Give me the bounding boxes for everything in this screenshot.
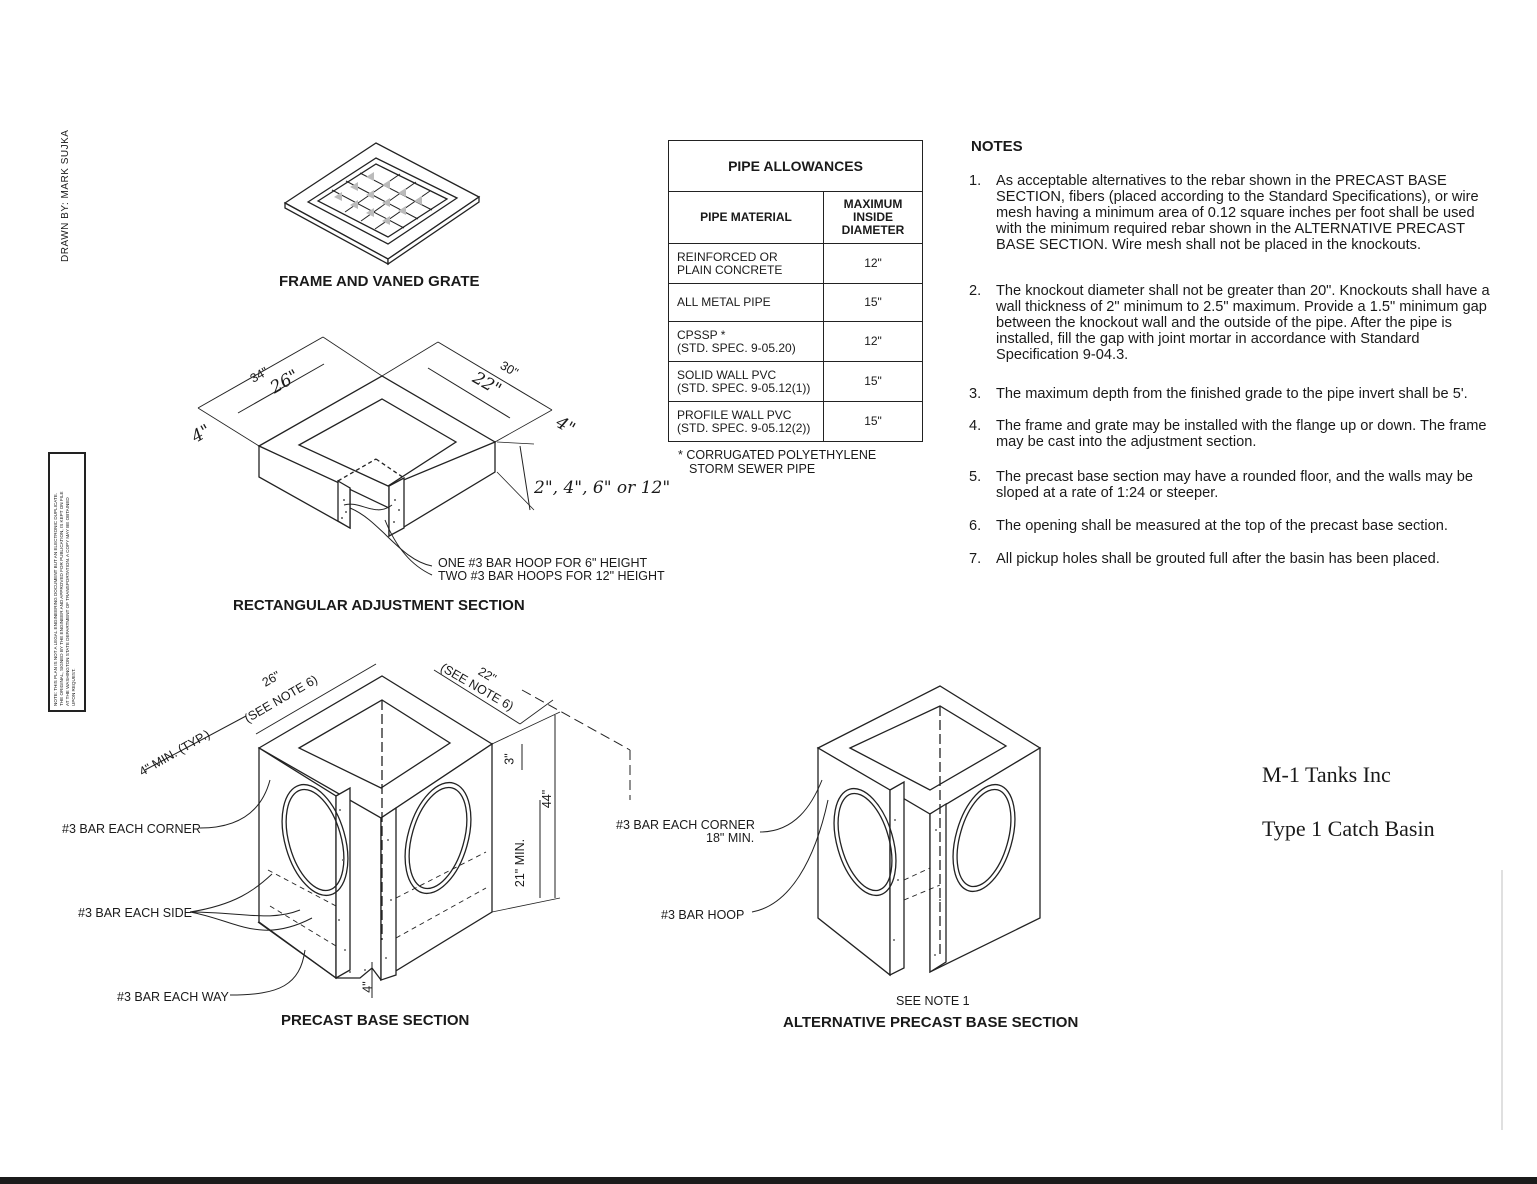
note-text: The opening shall be measured at the top… [996,518,1448,534]
note-text: The precast base section may have a roun… [996,469,1474,501]
pipe-material-cell: ALL METAL PIPE [668,283,824,322]
precast-bar-way-label: #3 BAR EACH WAY [117,990,229,1004]
alt-bar-corner-line1: #3 BAR EACH CORNER [616,818,755,832]
material-line: ALL METAL PIPE [677,295,771,309]
note-number: 4. [969,418,982,434]
adjustment-section-drawing [197,336,553,576]
company-name: M-1 Tanks Inc [1262,762,1391,787]
note-number: 7. [969,551,982,567]
table-row: ALL METAL PIPE 15" [668,283,923,322]
table-row: REINFORCED OR PLAIN CONCRETE 12" [668,243,923,284]
table-row: SOLID WALL PVC (STD. SPEC. 9-05.12(1)) 1… [668,361,923,402]
alternative-precast-base-drawing [751,685,1042,977]
alternative-title: ALTERNATIVE PRECAST BASE SECTION [783,1014,1079,1031]
list-item: 6. The opening shall be measured at the … [968,518,1498,534]
footnote-line: STORM SEWER PIPE [689,462,816,476]
pipe-allowances-table: PIPE ALLOWANCES PIPE MATERIAL MAXIMUM IN… [668,140,923,442]
material-line: PLAIN CONCRETE [677,262,783,277]
precast-bar-corner-label: #3 BAR EACH CORNER [62,822,201,836]
material-line: REINFORCED OR [677,249,778,264]
list-item: 7. All pickup holes shall be grouted ful… [968,551,1498,567]
note-text: The frame and grate may be installed wit… [996,418,1487,450]
pipe-table-title: PIPE ALLOWANCES [668,140,923,192]
pipe-diameter-cell: 15" [823,401,923,442]
alt-bar-corner-line2: 18" MIN. [706,831,755,845]
precast-dim-4-bottom: 4" [360,981,375,993]
note-number: 6. [969,518,982,534]
alt-bar-hoop-label: #3 BAR HOOP [661,908,745,922]
precast-title: PRECAST BASE SECTION [281,1012,470,1029]
material-line: (STD. SPEC. 9-05.12(2)) [677,420,811,435]
pipe-table-col-diameter: MAXIMUM INSIDE DIAMETER [823,191,923,244]
material-line: PROFILE WALL PVC [677,407,792,422]
pipe-material-cell: SOLID WALL PVC (STD. SPEC. 9-05.12(1)) [668,361,824,402]
frame-grate-title: FRAME AND VANED GRATE [279,273,480,290]
adjustment-title: RECTANGULAR ADJUSTMENT SECTION [233,597,525,614]
note-text: The knockout diameter shall not be great… [996,283,1490,363]
adjustment-dim-height: 2", 4", 6" or 12" [534,478,671,498]
col-diameter-line: DIAMETER [841,223,905,237]
pipe-table-footnote: * CORRUGATED POLYETHYLENE STORM SEWER PI… [678,448,876,476]
col-diameter-line: MAXIMUM [843,197,903,211]
pipe-diameter-cell: 12" [823,243,923,284]
note-text: As acceptable alternatives to the rebar … [996,173,1479,253]
notes-title: NOTES [971,138,1023,155]
list-item: 5. The precast base section may have a r… [968,469,1498,501]
table-row: PROFILE WALL PVC (STD. SPEC. 9-05.12(2))… [668,401,923,442]
pipe-diameter-cell: 15" [823,283,923,322]
precast-base-drawing [144,663,631,998]
product-name: Type 1 Catch Basin [1262,816,1435,841]
list-item: 3. The maximum depth from the finished g… [968,386,1498,402]
material-line: SOLID WALL PVC [677,367,777,382]
note-text: All pickup holes shall be grouted full a… [996,551,1440,567]
list-item: 1. As acceptable alternatives to the reb… [968,173,1498,253]
list-item: 2. The knockout diameter shall not be gr… [968,283,1498,363]
pipe-material-cell: REINFORCED OR PLAIN CONCRETE [668,243,824,284]
frame-and-grate-drawing [283,142,481,266]
hoop-note-line2: TWO #3 BAR HOOPS FOR 12" HEIGHT [438,569,665,583]
list-item: 4. The frame and grate may be installed … [968,418,1498,450]
material-line: CPSSP * [677,327,726,342]
note-number: 2. [969,283,982,299]
pipe-table-col-material: PIPE MATERIAL [668,191,824,244]
precast-dim-44: 44" [540,789,555,809]
footnote-line: * CORRUGATED POLYETHYLENE [678,448,877,462]
pipe-diameter-cell: 15" [823,361,923,402]
precast-dim-3: 3" [502,753,517,765]
notes-list: 1. As acceptable alternatives to the reb… [968,173,1498,567]
col-diameter-line: INSIDE [852,210,893,224]
material-line: (STD. SPEC. 9-05.20) [677,340,796,355]
table-row: CPSSP * (STD. SPEC. 9-05.20) 12" [668,321,923,362]
note-number: 3. [969,386,982,402]
note-number: 1. [969,173,982,189]
material-line: (STD. SPEC. 9-05.12(1)) [677,380,811,395]
pipe-diameter-cell: 12" [823,321,923,362]
precast-dim-21: 21" MIN. [513,838,528,888]
scan-bottom-edge [0,1177,1537,1184]
pipe-material-cell: CPSSP * (STD. SPEC. 9-05.20) [668,321,824,362]
pipe-material-cell: PROFILE WALL PVC (STD. SPEC. 9-05.12(2)) [668,401,824,442]
legal-notice-box: NOTE: THIS PLAN IS NOT A LEGAL ENGINEERI… [48,452,86,712]
precast-bar-side-label: #3 BAR EACH SIDE [78,906,192,920]
hoop-note-line1: ONE #3 BAR HOOP FOR 6" HEIGHT [438,556,648,570]
note-text: The maximum depth from the finished grad… [996,386,1468,402]
alt-see-note: SEE NOTE 1 [896,994,970,1008]
note-number: 5. [969,469,982,485]
